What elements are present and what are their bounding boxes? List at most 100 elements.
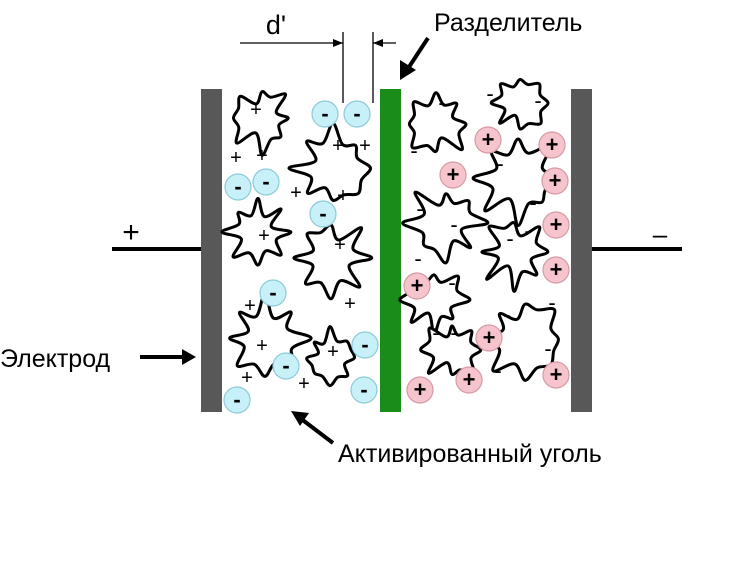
carbon-particle: [401, 190, 490, 265]
ion-circle: [272, 352, 300, 380]
carbon-particle: [232, 90, 290, 157]
ion-sign: -: [353, 101, 360, 126]
carbon-particle: [480, 221, 550, 293]
pore-cation-charge: +: [337, 185, 349, 207]
ion-sign: +: [447, 162, 460, 187]
ion-circle: [350, 376, 378, 404]
ion-circle: [475, 324, 503, 352]
ion-sign: -: [282, 353, 289, 378]
cation-ion: +: [542, 211, 570, 239]
anion-ion: -: [259, 279, 287, 307]
ion-circle: [351, 331, 379, 359]
cation-ion: +: [403, 272, 431, 300]
anion-ion: -: [343, 100, 371, 128]
ion-sign: +: [463, 367, 476, 392]
pore-cation-charge: +: [332, 135, 344, 157]
cation-ion: +: [439, 161, 467, 189]
gap-label: d': [266, 10, 286, 40]
pore-cation-charge: +: [359, 135, 371, 157]
gap-dimension: d': [240, 10, 396, 103]
electrode-label: Электрод: [0, 345, 111, 373]
ion-circle: [542, 211, 570, 239]
ion-circle: [542, 256, 570, 284]
carbon-particle: [305, 325, 356, 388]
pore-cation-charge: +: [230, 147, 242, 169]
ion-circle: [542, 361, 570, 389]
cation-ion: +: [542, 256, 570, 284]
positive-terminal-sign: +: [122, 216, 140, 249]
pore-cation-charge: +: [327, 341, 339, 363]
ion-circle: [474, 126, 502, 154]
pore-anion-charge: -: [548, 290, 555, 315]
ion-circle: [538, 131, 566, 159]
ion-circle: [259, 279, 287, 307]
ion-circle: [343, 100, 371, 128]
negative-terminal-sign: –: [653, 219, 668, 249]
pore-cation-charge: +: [241, 367, 253, 389]
cation-ion: +: [541, 167, 569, 195]
ion-sign: +: [550, 212, 563, 237]
ion-sign: +: [550, 362, 563, 387]
ion-circle: [252, 168, 280, 196]
pore-anion-charge: -: [410, 138, 417, 163]
ion-sign: +: [550, 257, 563, 282]
pore-anion-charge: -: [432, 320, 439, 345]
cation-ion: +: [475, 324, 503, 352]
pore-cation-charge: +: [290, 182, 302, 204]
pore-anion-charge: -: [438, 90, 445, 115]
ion-circle: [455, 366, 483, 394]
separator-arrow: [400, 36, 430, 80]
carbon-particle: [407, 91, 468, 154]
separator-membrane: [380, 89, 401, 412]
pore-anion-charge: -: [544, 336, 551, 361]
anion-ion: -: [223, 386, 251, 414]
ion-circle: [223, 386, 251, 414]
activated-carbon-label: Активированный уголь: [338, 440, 602, 468]
anion-ion: -: [351, 331, 379, 359]
carbon-particle: [220, 196, 293, 267]
pore-anion-charge: -: [529, 190, 536, 215]
ion-sign: -: [234, 174, 241, 199]
ion-sign: +: [482, 127, 495, 152]
pore-cation-charge: +: [334, 234, 346, 256]
pore-cation-charge: +: [258, 225, 270, 247]
pore-cation-charge: +: [344, 293, 356, 315]
ion-circle: [224, 173, 252, 201]
ion-sign: -: [262, 169, 269, 194]
electrolyte-ions: ----------+++++++++++: [223, 100, 570, 414]
cation-ion: +: [474, 126, 502, 154]
ion-sign: -: [360, 377, 367, 402]
ion-sign: -: [321, 101, 328, 126]
ion-circle: [309, 200, 337, 228]
ion-sign: -: [233, 387, 240, 412]
ion-sign: +: [549, 168, 562, 193]
pore-anion-charge: -: [486, 81, 493, 106]
pore-anion-charge: -: [496, 151, 503, 176]
pore-cation-charge: +: [298, 373, 310, 395]
carbon-particle: [489, 78, 550, 131]
ion-sign: +: [414, 377, 427, 402]
cation-ion: +: [542, 361, 570, 389]
pore-anion-charge: -: [494, 358, 501, 383]
left-electrode-plate: [201, 89, 222, 412]
pore-anion-charge: -: [416, 196, 423, 221]
pore-anion-charge: -: [534, 88, 541, 113]
ion-circle: [311, 100, 339, 128]
pore-cation-charge: +: [256, 145, 268, 167]
pore-anion-charge: -: [450, 320, 457, 345]
ion-sign: +: [483, 325, 496, 350]
pore-cation-charge: +: [250, 99, 262, 121]
ion-sign: -: [319, 201, 326, 226]
pore-cation-charge: +: [256, 335, 268, 357]
ion-sign: +: [546, 132, 559, 157]
carbon-particle: [287, 121, 372, 202]
ion-circle: [403, 272, 431, 300]
carbon-particle: [292, 223, 374, 301]
pore-anion-charge: -: [448, 270, 455, 295]
ion-circle: [541, 167, 569, 195]
pore-anion-charge: -: [414, 246, 421, 271]
right-electrode-plate: [571, 89, 592, 412]
anion-ion: -: [224, 173, 252, 201]
electrode-arrow: [140, 349, 196, 365]
